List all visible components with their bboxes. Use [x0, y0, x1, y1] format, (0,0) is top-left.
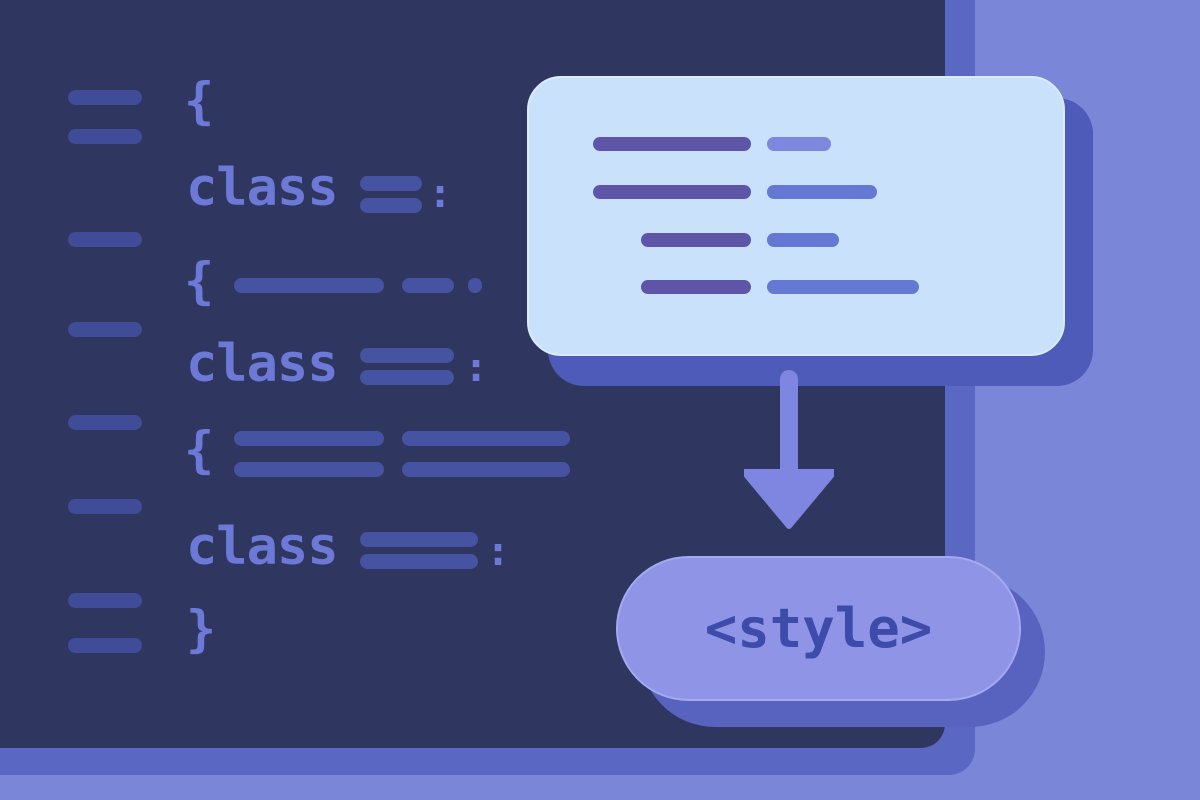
code-placeholder-dash	[402, 431, 570, 446]
code-brace-close: }	[186, 600, 217, 658]
css-property-line	[641, 233, 751, 247]
gutter-line-marker	[68, 499, 142, 514]
style-tag-pill: <style>	[616, 556, 1021, 701]
code-brace-open: {	[184, 252, 215, 310]
code-placeholder-dash	[360, 198, 422, 213]
code-placeholder-dot	[468, 278, 482, 293]
gutter-line-marker	[68, 593, 142, 608]
code-brace-open: {	[184, 72, 215, 130]
style-tag-label: <style>	[704, 597, 933, 660]
gutter-line-marker	[68, 322, 142, 337]
css-property-line	[593, 137, 751, 151]
code-keyword-class: class	[186, 334, 339, 394]
code-placeholder-dash	[234, 278, 384, 293]
code-placeholder-dash	[234, 462, 384, 477]
code-colon: :	[486, 529, 511, 575]
code-placeholder-dash	[402, 462, 570, 477]
code-placeholder-dash	[360, 532, 478, 547]
gutter-line-marker	[68, 415, 142, 430]
code-placeholder-dash	[402, 278, 454, 293]
code-placeholder-dash	[360, 370, 454, 385]
code-colon: :	[464, 345, 489, 391]
gutter-line-marker	[68, 638, 142, 653]
code-placeholder-dash	[234, 431, 384, 446]
gutter-line-marker	[68, 90, 142, 105]
gutter-line-marker	[68, 232, 142, 247]
css-value-line	[767, 233, 839, 247]
css-value-line	[767, 280, 919, 294]
css-value-line	[767, 137, 831, 151]
code-placeholder-dash	[360, 348, 454, 363]
css-property-line	[641, 280, 751, 294]
code-colon: :	[428, 171, 453, 217]
gutter-line-marker	[68, 129, 142, 144]
arrow-down-icon	[744, 370, 834, 529]
code-brace-open: {	[184, 421, 215, 479]
code-placeholder-dash	[360, 176, 422, 191]
code-placeholder-dash	[360, 554, 478, 569]
css-value-line	[767, 185, 877, 199]
css-property-line	[593, 185, 751, 199]
code-keyword-class: class	[186, 158, 339, 218]
code-keyword-class: class	[186, 517, 339, 577]
css-rule-card	[527, 76, 1065, 356]
